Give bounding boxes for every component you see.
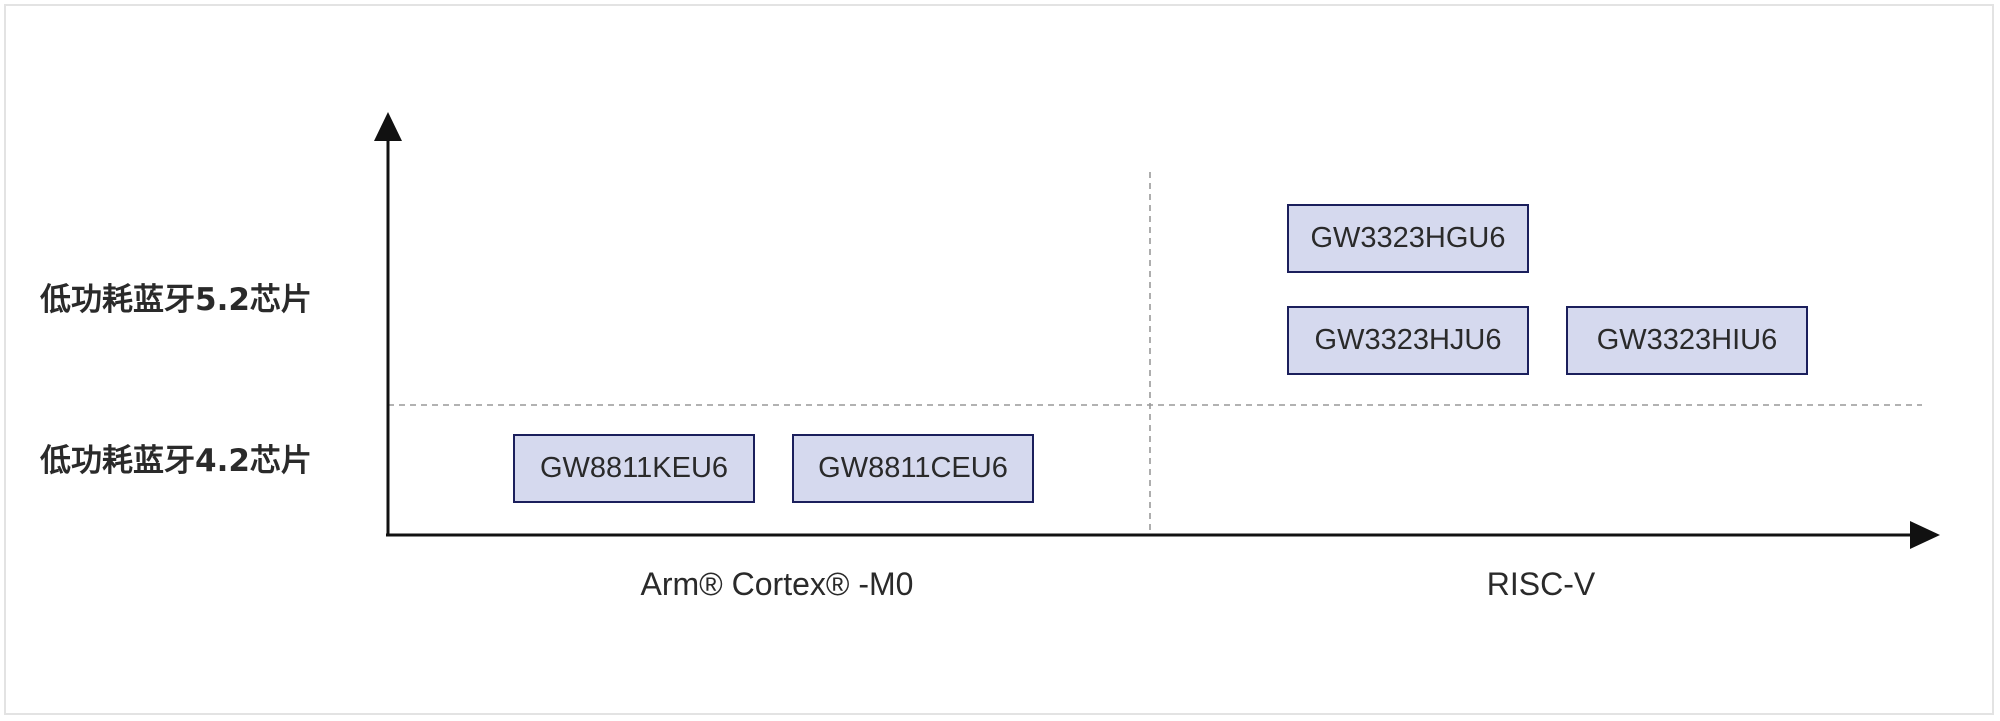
chip-gw8811keu6: GW8811KEU6 [513, 434, 755, 503]
chip-gw3323hgu6: GW3323HGU6 [1287, 204, 1529, 273]
x-label-risc-v: RISC-V [1486, 566, 1596, 602]
x-axis-arrow [1910, 521, 1940, 549]
chip-gw3323hiu6: GW3323HIU6 [1566, 306, 1808, 375]
y-label-ble52: 低功耗蓝牙5.2芯片 [40, 282, 312, 318]
chip-gw3323hju6: GW3323HJU6 [1287, 306, 1529, 375]
chip-gw8811ceu6: GW8811CEU6 [792, 434, 1034, 503]
y-label-ble42: 低功耗蓝牙4.2芯片 [40, 443, 312, 479]
x-label-arm-cortex-m0: Arm® Cortex® -M0 [640, 566, 914, 602]
y-axis-arrow [374, 112, 402, 141]
